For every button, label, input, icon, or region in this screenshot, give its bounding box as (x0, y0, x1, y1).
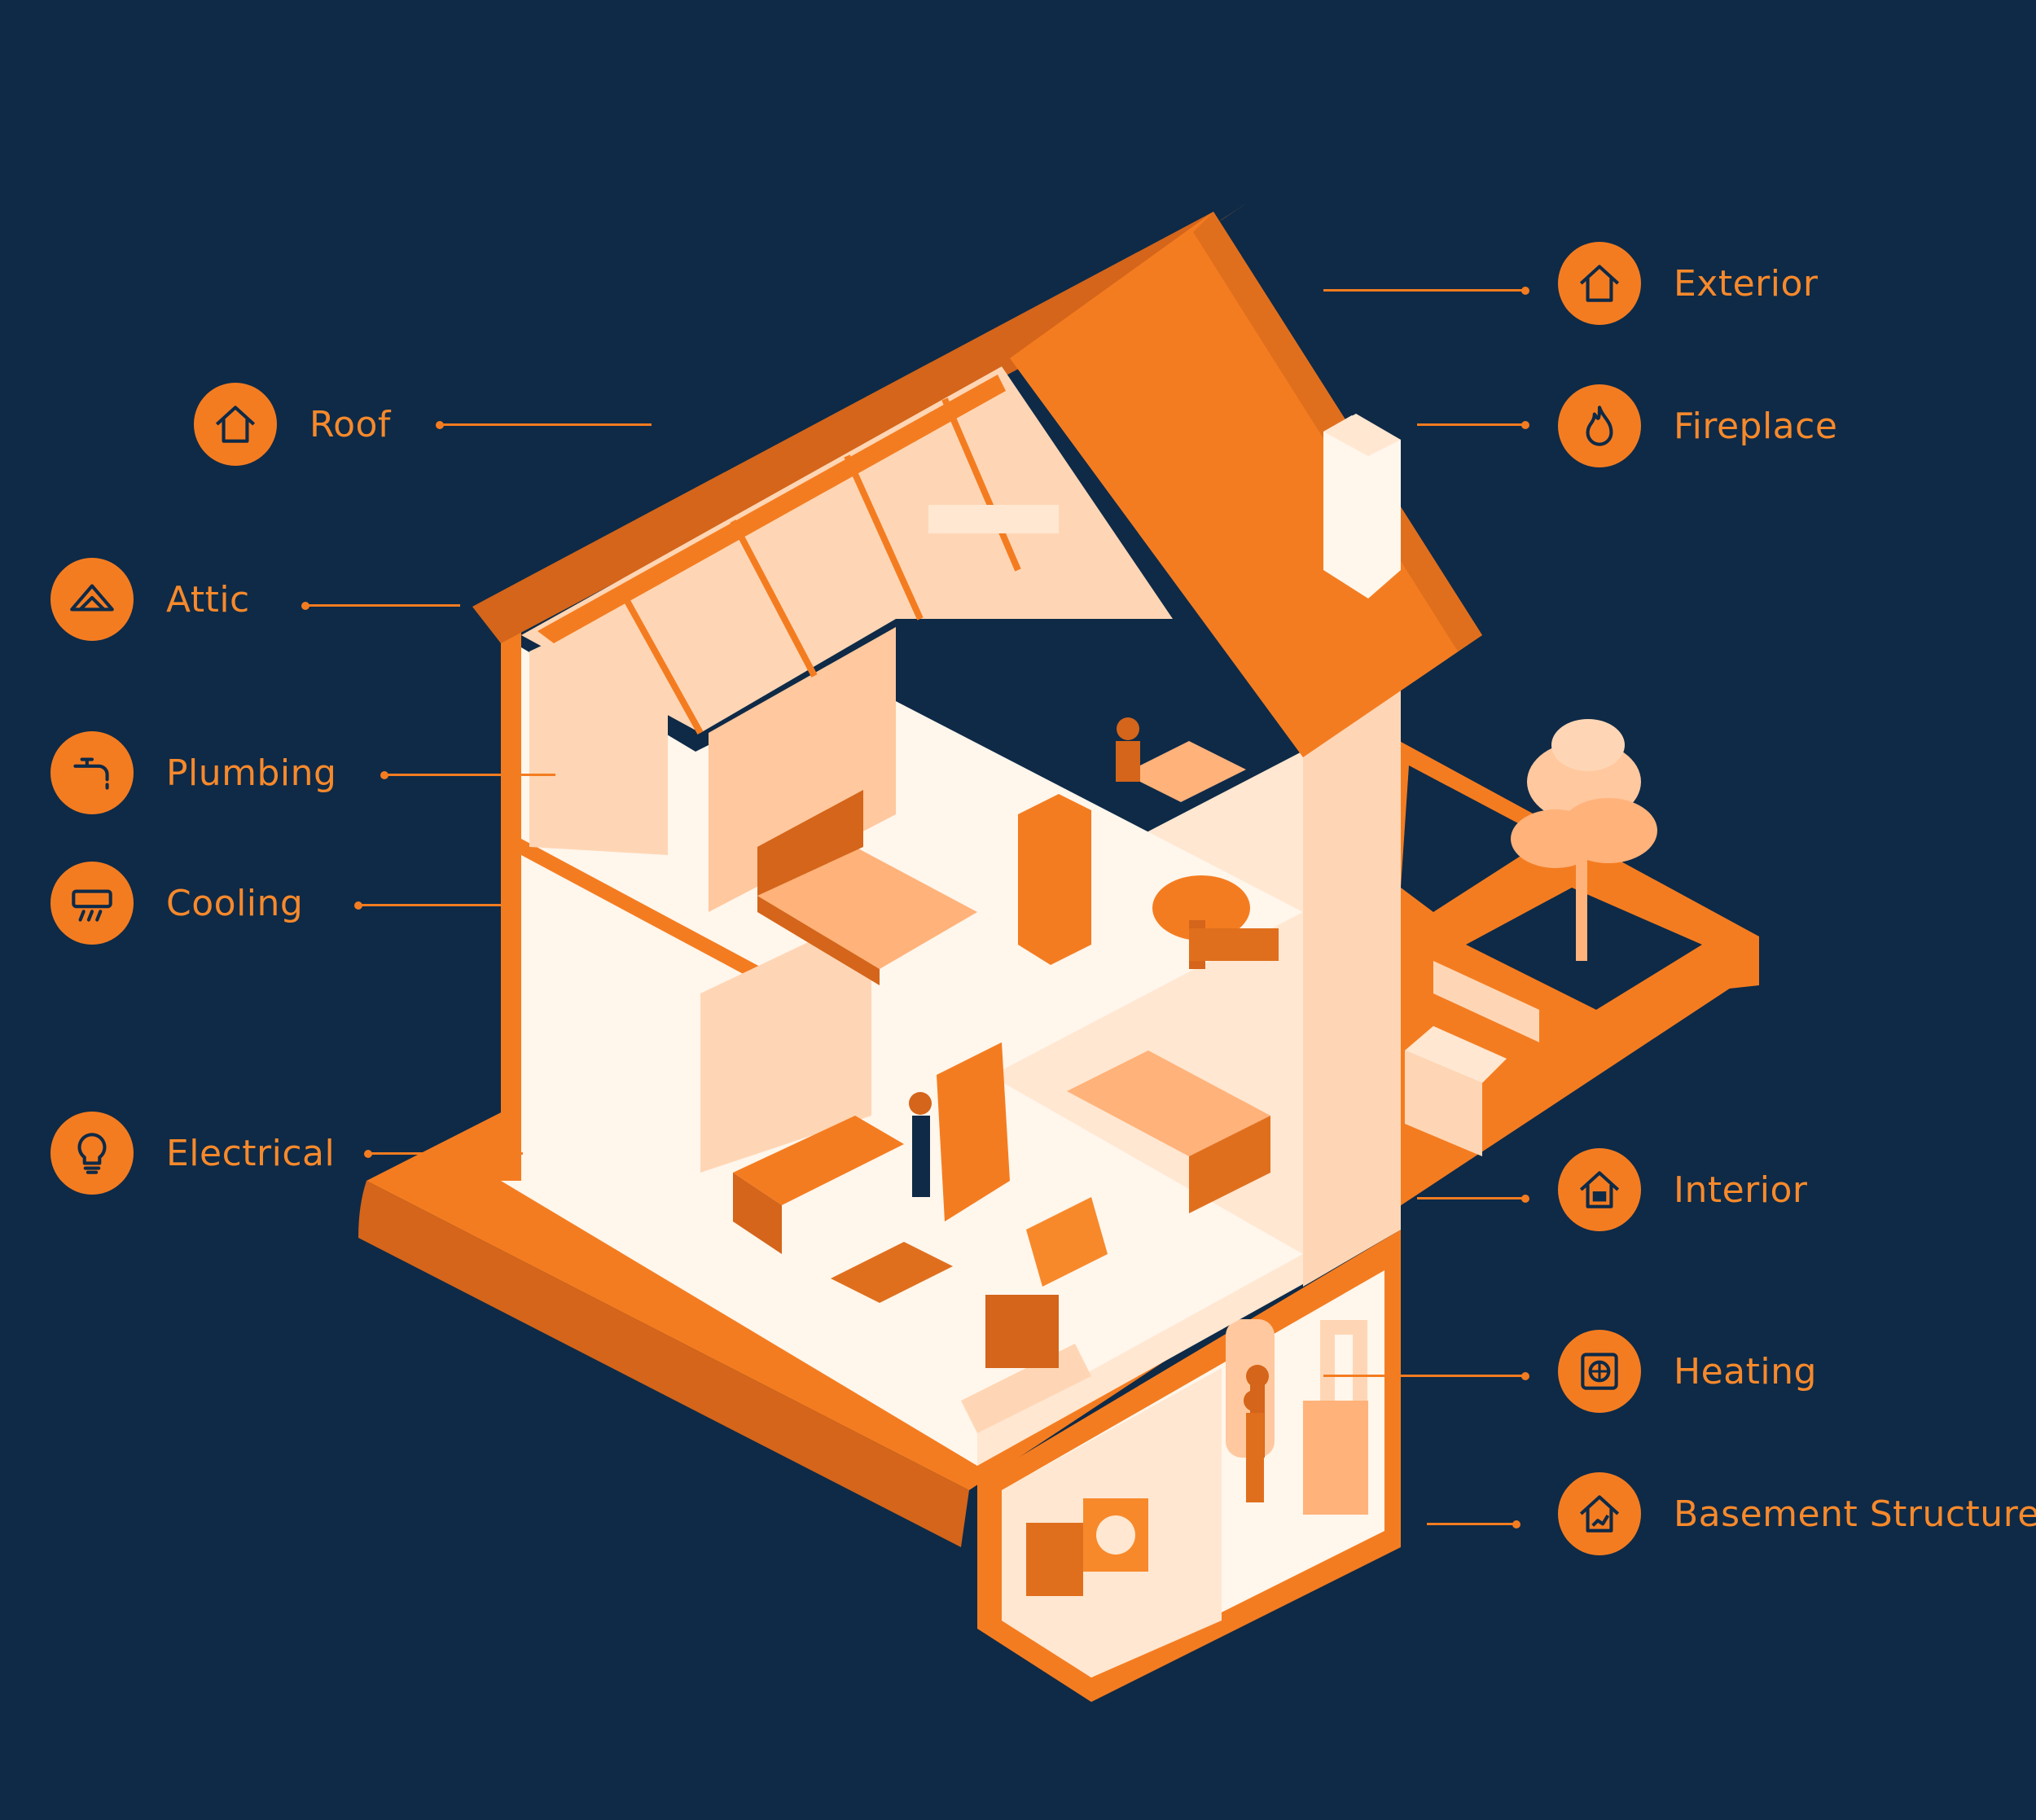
kitchen-wall (700, 912, 871, 1173)
wardrobe (1018, 794, 1091, 965)
bookshelf (937, 1042, 1010, 1221)
leader-plumbing (380, 770, 555, 779)
furnace (1303, 1401, 1368, 1515)
office-person (1117, 717, 1139, 740)
tv (985, 1295, 1059, 1368)
desk (1124, 741, 1246, 802)
leader-interior (1417, 1194, 1529, 1203)
coffee-table (831, 1242, 953, 1303)
callout-label-exterior: Exterior (1674, 262, 1819, 305)
furnace-fan-icon (1558, 1330, 1641, 1413)
attic-rafters (616, 397, 1021, 735)
armchair (1026, 1197, 1108, 1287)
leader-electrical (364, 1149, 523, 1158)
callout-label-electrical: Electrical (166, 1132, 336, 1174)
living-room-person (909, 1092, 932, 1115)
kitchen-island (1067, 1050, 1270, 1156)
garden-bed-1 (1401, 765, 1547, 912)
yard-bench (1433, 961, 1539, 1042)
flame-icon (1558, 384, 1641, 467)
leader-basement (1427, 1520, 1520, 1528)
callout-cooling: Cooling (50, 862, 303, 945)
leader-fireplace (1417, 420, 1529, 429)
attic-duct (928, 505, 1059, 533)
callout-basement-structure: Basement Structure (1558, 1472, 2036, 1555)
ground-platform (358, 1181, 969, 1547)
lightbulb-icon (50, 1112, 134, 1195)
leader-attic (301, 601, 460, 610)
callout-attic: Attic (50, 558, 250, 641)
ac-unit-icon (50, 862, 134, 945)
basement-icon (1558, 1472, 1641, 1555)
callout-interior: Interior (1558, 1148, 1808, 1231)
leader-cooling (354, 901, 517, 910)
attic-icon (50, 558, 134, 641)
callout-electrical: Electrical (50, 1112, 335, 1195)
house-outer-wall (1303, 651, 1401, 1287)
outdoor-ac-unit (1405, 1050, 1482, 1156)
callout-label-basement: Basement Structure (1674, 1493, 2036, 1535)
callout-label-plumbing: Plumbing (166, 752, 337, 794)
callout-heating: Heating (1558, 1330, 1817, 1413)
faucet-icon (50, 731, 134, 814)
basement-person (1244, 1390, 1265, 1411)
sofa (733, 1116, 904, 1205)
callout-plumbing: Plumbing (50, 731, 336, 814)
round-table (1152, 875, 1250, 941)
bed (757, 847, 977, 969)
chimney (1323, 415, 1401, 599)
roof-icon (194, 383, 277, 466)
attic-cutaway (521, 366, 1173, 733)
callout-fireplace: Fireplace (1558, 384, 1837, 467)
roof-right-slope (1010, 212, 1482, 757)
callout-label-fireplace: Fireplace (1674, 405, 1838, 447)
house-interior-icon (1558, 1148, 1641, 1231)
leader-heating (1323, 1371, 1529, 1380)
bedroom-wall (709, 627, 896, 912)
callout-label-roof: Roof (309, 403, 391, 445)
callout-label-attic: Attic (166, 578, 250, 621)
dining-chairs (1189, 928, 1279, 961)
leader-roof (436, 420, 652, 429)
roof-front-face (472, 212, 1238, 643)
callout-exterior: Exterior (1558, 242, 1819, 325)
callout-roof: Roof (194, 383, 391, 466)
house-outline-icon (1558, 242, 1641, 325)
dryer (1026, 1523, 1083, 1596)
callout-label-interior: Interior (1674, 1169, 1808, 1211)
leader-exterior (1323, 286, 1529, 295)
callout-label-cooling: Cooling (166, 882, 304, 924)
callout-label-heating: Heating (1674, 1350, 1817, 1392)
tree (1511, 719, 1657, 961)
